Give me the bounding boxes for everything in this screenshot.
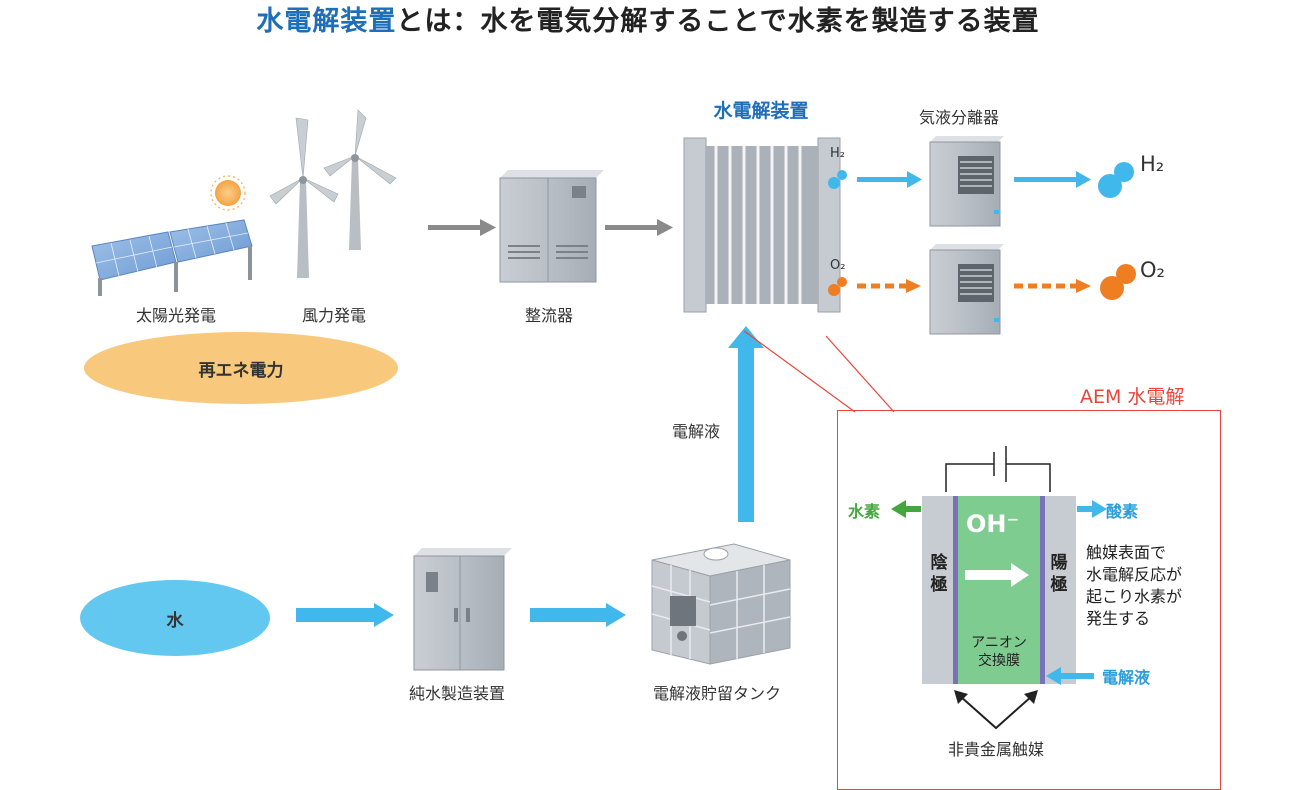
water-label: 水 [166,610,184,631]
cathode-text: 陰極 [930,553,948,595]
gas-liquid-separator-h2-icon [929,136,1004,227]
solar-panel-icon [91,219,253,296]
electrolyte-flow-arrow [728,326,764,522]
oxygen-label: 酸素 [1106,502,1139,521]
aem-title: AEM 水電解 [1080,386,1185,408]
cathode-label: 陰極 [928,552,950,596]
oxygen-out-arrow [1077,500,1107,518]
anode-text: 陽極 [1050,553,1068,595]
tank-label: 電解液貯留タンク [652,684,782,703]
electrolyzer-title: 水電解装置 [713,100,809,122]
solar-label: 太陽光発電 [135,306,217,325]
wind-turbine-icon [269,109,397,278]
water-flow-arrow-1 [296,603,394,627]
title-rest: とは：水を電気分解することで水素を製造する装置 [396,6,1040,37]
h2-large-label: H₂ [1140,152,1165,176]
h2-molecule-small-icon [828,170,847,189]
membrane-line-2: 交換膜 [978,653,1020,669]
electrolyzer-stack-icon [683,137,841,313]
membrane-line-1: アニオン [971,635,1027,651]
callout-lines [743,330,895,413]
o2-molecule-small-icon [828,277,847,296]
o2-flow-arrow-2 [1014,279,1091,293]
gas-liquid-separator-o2-icon [929,244,1004,335]
rectifier-icon [499,170,604,283]
water-ellipse: 水 [80,580,270,656]
catalyst-pointer-arrows [954,690,1038,730]
description-line-4: 発生する [1086,609,1151,628]
electrolyte-in-arrow [1046,667,1094,685]
membrane-label: アニオン 交換膜 [958,634,1040,670]
title-highlight: 水電解装置 [256,6,397,37]
catalyst-label: 非貴金属触媒 [947,740,1045,759]
o2-flow-arrow-1 [857,279,921,293]
renewable-power-ellipse: 再エネ電力 [84,332,398,404]
electrolyte-in-label: 電解液 [1102,668,1151,687]
description-line-2: 水電解反応が [1086,565,1183,584]
pure-water-label: 純水製造装置 [408,684,506,703]
page-title: 水電解装置とは：水を電気分解することで水素を製造する装置 [0,0,1296,44]
hydrogen-out-arrow [891,500,921,518]
pure-water-unit-icon [413,548,512,671]
hydroxide-ion-label: OH⁻ [966,510,1020,538]
description-line-1: 触媒表面で [1086,543,1167,562]
h2-flow-arrow-1 [857,171,922,188]
water-flow-arrow-2 [530,603,626,627]
o2-large-label: O₂ [1140,258,1165,282]
rectifier-label: 整流器 [524,306,574,325]
dc-flow-arrow [605,219,673,236]
reaction-description: 触媒表面で 水電解反応が 起こり水素が 発生する [1086,542,1182,630]
aem-cell-diagram [922,446,1076,684]
h2-small-label: H₂ [830,146,845,161]
hydrogen-label: 水素 [848,502,881,521]
o2-small-label: O₂ [830,258,846,273]
o2-molecule-large-icon [1100,264,1136,300]
electrolyte-tank-icon [651,543,791,665]
description-line-3: 起こり水素が [1086,587,1183,606]
power-flow-arrow [428,219,496,236]
anode-label: 陽極 [1048,552,1070,596]
electrolyte-label: 電解液 [672,422,721,441]
h2-molecule-large-icon [1098,162,1134,198]
sun-icon [210,175,246,211]
renewable-power-label: 再エネ電力 [198,360,284,381]
h2-flow-arrow-2 [1014,171,1091,188]
separator-label: 気液分離器 [918,108,1000,127]
wind-label: 風力発電 [301,306,367,325]
